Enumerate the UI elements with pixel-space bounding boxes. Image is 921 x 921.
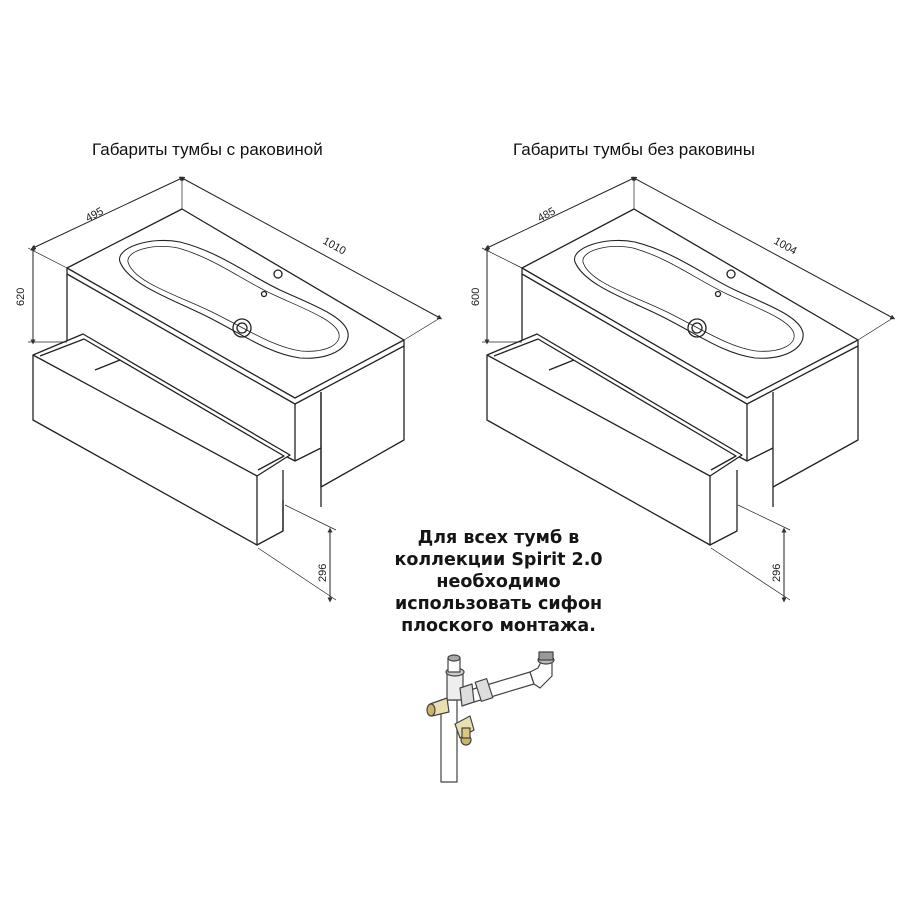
- title-without-sink: Габариты тумбы без раковины: [513, 140, 755, 159]
- title-with-sink: Габариты тумбы с раковиной: [92, 140, 323, 159]
- flat-siphon-illustration: [426, 651, 555, 783]
- note-line: коллекции Spirit 2.0: [394, 550, 603, 570]
- dim-drawer-with-sink: 296: [317, 564, 329, 582]
- note-line: Для всех тумб в: [417, 528, 580, 548]
- note-line: необходимо: [436, 572, 561, 592]
- dim-depth-without-sink: 485: [536, 205, 558, 224]
- dim-depth-with-sink: 495: [84, 205, 106, 224]
- cabinet-with-sink-drawing: [27, 176, 443, 603]
- dim-height-without-sink: 600: [470, 288, 482, 306]
- note-line: плоского монтажа.: [401, 616, 596, 636]
- dim-height-with-sink: 620: [15, 288, 27, 306]
- note-line: использовать сифон: [394, 594, 603, 614]
- siphon-note: Для всех тумб в коллекции Spirit 2.0 нео…: [376, 527, 621, 637]
- dim-width-with-sink: 1010: [321, 235, 348, 257]
- cabinet-without-sink-drawing: [481, 176, 896, 603]
- dim-drawer-without-sink: 296: [771, 564, 783, 582]
